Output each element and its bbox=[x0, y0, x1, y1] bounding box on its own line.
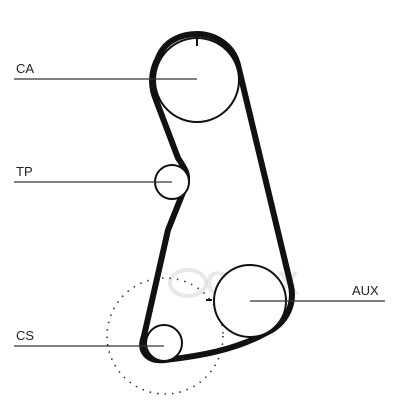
tensioner-label: TP bbox=[16, 164, 33, 179]
crankshaft-label: CS bbox=[16, 328, 34, 343]
camshaft-pulley bbox=[154, 37, 240, 123]
auxiliary-label: AUX bbox=[352, 283, 379, 298]
camshaft-label: CA bbox=[16, 61, 34, 76]
crankshaft-reference-ring bbox=[106, 277, 224, 395]
crankshaft-pulley bbox=[145, 324, 183, 362]
timing-belt bbox=[139, 31, 295, 364]
